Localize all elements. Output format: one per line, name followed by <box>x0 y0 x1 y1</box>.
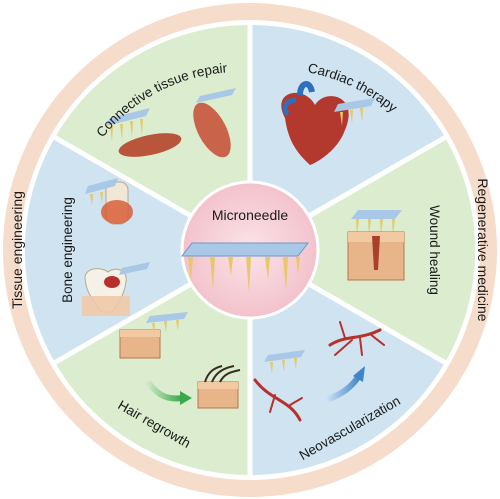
hair-skin-illustration <box>119 312 241 409</box>
bone-knee-illustration <box>85 178 133 225</box>
neovascularization-arrowhead <box>353 366 365 382</box>
label-wound-healing: Wound healing <box>427 205 442 295</box>
sector-bone-fill <box>24 137 250 363</box>
sector-hair-fill <box>55 250 250 476</box>
center-label: Microneedle <box>212 207 288 223</box>
neovascularization-patch <box>264 350 305 374</box>
sector-cardiac <box>250 24 445 251</box>
center-microneedle-illustration <box>180 242 310 293</box>
label-regenerative-medicine: Regenerative medicine <box>475 178 491 321</box>
connective-tissue-illustration <box>106 88 236 158</box>
vessel-illustration <box>253 321 385 422</box>
wound-skin-illustration <box>347 210 405 281</box>
label-tissue-engineering: Tissue engineering <box>9 191 25 309</box>
bone-tooth-illustration <box>82 262 150 316</box>
heart-illustration <box>281 81 375 165</box>
label-bone-engineering: Bone engineering <box>60 197 75 303</box>
hair-arrowhead <box>180 391 192 405</box>
hair-arrow <box>145 380 183 402</box>
